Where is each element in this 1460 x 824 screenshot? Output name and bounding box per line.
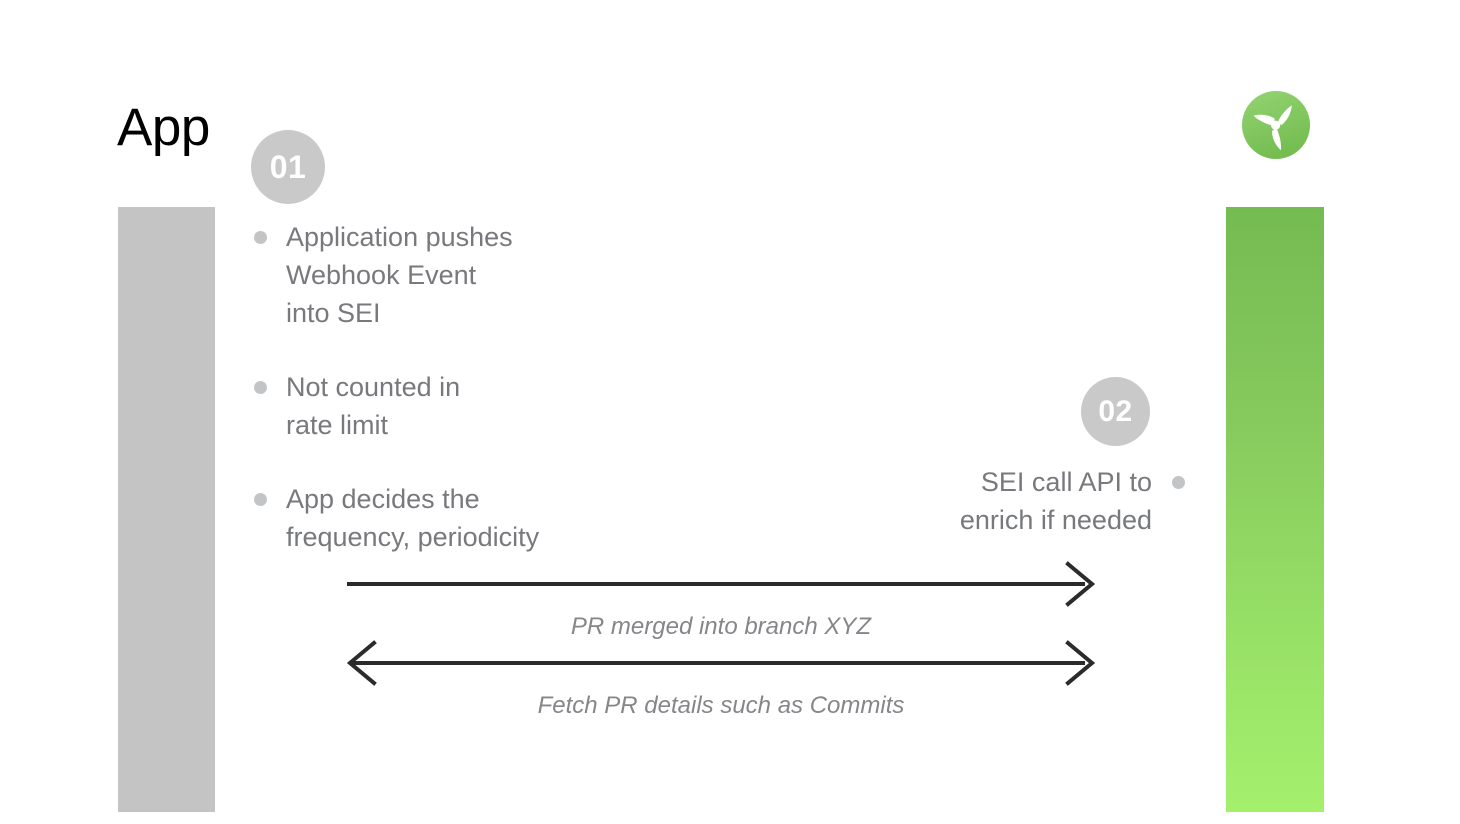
list-item-label: App decides the frequency, periodicity xyxy=(286,484,540,552)
bullet-dot-icon xyxy=(254,493,267,506)
arrow-label-fetch-pr-details: Fetch PR details such as Commits xyxy=(537,692,905,719)
arrow-group-pr-merged: PR merged into branch XYZ xyxy=(345,561,1097,643)
page-title: App xyxy=(117,98,210,157)
step-badge-02: 02 xyxy=(1081,377,1150,446)
list-item: SEI call API to enrich if needed xyxy=(760,463,1185,539)
list-item: Application pushes Webhook Event into SE… xyxy=(254,218,674,332)
bullet-dot-icon xyxy=(1172,476,1185,489)
list-item: App decides the frequency, periodicity xyxy=(254,480,674,556)
bullet-dot-icon xyxy=(254,231,267,244)
sei-lifeline-bar xyxy=(1226,207,1324,812)
list-item-label: SEI call API to enrich if needed xyxy=(959,467,1152,535)
step-02-bullet-list: SEI call API to enrich if needed xyxy=(760,463,1185,539)
arrow-group-fetch-pr-details: Fetch PR details such as Commits xyxy=(345,640,1097,722)
list-item: Not counted in rate limit xyxy=(254,368,674,444)
list-item-label: Application pushes Webhook Event into SE… xyxy=(286,222,513,328)
arrow-right-icon xyxy=(347,561,1096,607)
step-badge-01: 01 xyxy=(251,130,325,204)
step-01-bullet-list: Application pushes Webhook Event into SE… xyxy=(254,218,674,556)
bullet-dot-icon xyxy=(254,381,267,394)
app-lifeline-bar xyxy=(118,207,215,812)
arrow-label-pr-merged: PR merged into branch XYZ xyxy=(570,613,872,640)
list-item-label: Not counted in rate limit xyxy=(286,372,461,440)
arrow-bidirectional-icon xyxy=(346,640,1096,686)
harness-propeller-logo-icon xyxy=(1241,90,1311,160)
